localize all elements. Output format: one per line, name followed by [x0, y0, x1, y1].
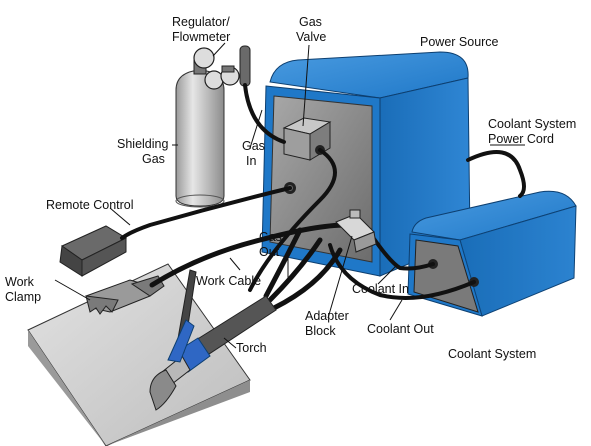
- coolant-in-label: Coolant In: [352, 282, 409, 296]
- gas-valve-label-line2: Valve: [296, 30, 326, 44]
- regulator-label-line2: Flowmeter: [172, 30, 230, 44]
- leader-lines: [54, 42, 525, 349]
- gas-out-label-line1: Gas: [259, 230, 282, 244]
- gas-valve-label-line1: Gas: [299, 15, 322, 29]
- power-source-label: Power Source: [420, 35, 499, 49]
- work-cable: [149, 222, 353, 288]
- coolant-power-cord: [466, 150, 526, 198]
- remote-control-pedal: [59, 225, 128, 277]
- coolant-out-label: Coolant Out: [367, 322, 434, 336]
- shielding-gas-label-line2: Gas: [142, 152, 165, 166]
- adapter-block: [335, 209, 377, 253]
- shielding-gas-label-line1: Shielding: [117, 137, 168, 151]
- work-clamp-label-line1: Work: [5, 275, 35, 289]
- remote-cable: [120, 186, 292, 240]
- cables: [120, 83, 526, 311]
- coolant-cord-label-line2: Power Cord: [488, 132, 554, 146]
- regulator-flowmeter: [193, 45, 251, 90]
- gas-valve: [282, 117, 332, 161]
- gas-out-label-line2: Out: [259, 245, 280, 259]
- work-clamp-label-line2: Clamp: [5, 290, 41, 304]
- work-cable-label: Work Cable: [196, 274, 261, 288]
- labels: Regulator/ Flowmeter Gas Valve Power Sou…: [5, 15, 576, 361]
- gas-out-hose: [248, 148, 337, 292]
- adapter-block-label-line2: Block: [305, 324, 336, 338]
- regulator-label-line1: Regulator/: [172, 15, 230, 29]
- gas-in-label-line2: In: [246, 154, 256, 168]
- adapter-block-label-line1: Adapter: [305, 309, 349, 323]
- work-piece: [27, 263, 251, 446]
- gas-in-hose: [243, 83, 286, 144]
- gas-in-label-line1: Gas: [242, 139, 265, 153]
- coolant-cord-label-line1: Coolant System: [488, 117, 576, 131]
- coolant-system-label: Coolant System: [448, 347, 536, 361]
- coolant-out-hose: [328, 243, 476, 301]
- work-clamp: [85, 275, 165, 315]
- coolant-in-hose: [370, 234, 435, 271]
- torch: [149, 269, 277, 411]
- torch-label: Torch: [236, 341, 267, 355]
- remote-control-label: Remote Control: [46, 198, 134, 212]
